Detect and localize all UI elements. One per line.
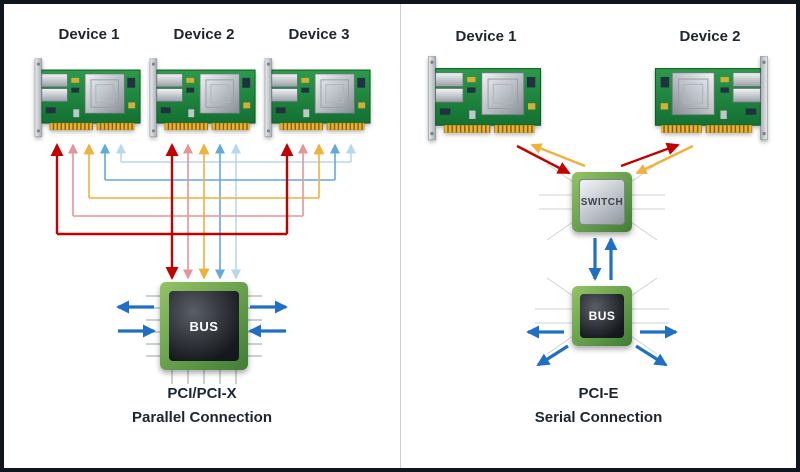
- device-label: Device 3: [288, 26, 350, 43]
- parallel-caption: PCI/PCI-X Parallel Connection: [4, 382, 400, 430]
- network-card: [651, 56, 769, 142]
- network-card: [427, 56, 545, 142]
- parallel-lane-pale: [116, 143, 356, 280]
- bus-chip: BUS: [160, 282, 248, 370]
- switch-chip-label: SWITCH: [580, 196, 624, 208]
- serial-panel: Device 1 Device 2 SWITCH BUS: [401, 4, 796, 468]
- parallel-lane-sky: [100, 143, 340, 280]
- bus-chip-die: BUS: [580, 294, 624, 338]
- switch-bus-links: [588, 237, 618, 281]
- caption-subtitle: Parallel Connection: [131, 409, 273, 426]
- device-switch-links: [516, 142, 694, 175]
- parallel-panel: Device 1 Device 2 Device 3 BUS: [4, 4, 400, 468]
- parallel-lane-pink: [68, 143, 308, 280]
- switch-chip: SWITCH: [572, 172, 632, 232]
- bus-chip: BUS: [572, 286, 632, 346]
- serial-caption: PCI-E Serial Connection: [401, 382, 796, 430]
- caption-subtitle: Serial Connection: [534, 409, 663, 426]
- caption-title: PCI/PCI-X: [167, 385, 237, 402]
- parallel-lane-gold: [83, 143, 325, 280]
- bus-chip-die: BUS: [169, 291, 239, 361]
- network-card: [264, 58, 374, 139]
- network-card: [34, 58, 144, 139]
- bus-chip-label: BUS: [588, 309, 616, 323]
- bus-chip-label: BUS: [189, 318, 219, 334]
- parallel-lane-red: [50, 143, 294, 280]
- device-label: Device 1: [58, 26, 120, 43]
- device-label: Device 2: [173, 26, 235, 43]
- panel-divider: [400, 4, 401, 468]
- network-card: [149, 58, 259, 139]
- device-label: Device 1: [455, 28, 517, 45]
- switch-chip-die: SWITCH: [579, 179, 625, 225]
- device-label: Device 2: [679, 28, 741, 45]
- caption-title: PCI-E: [578, 385, 619, 402]
